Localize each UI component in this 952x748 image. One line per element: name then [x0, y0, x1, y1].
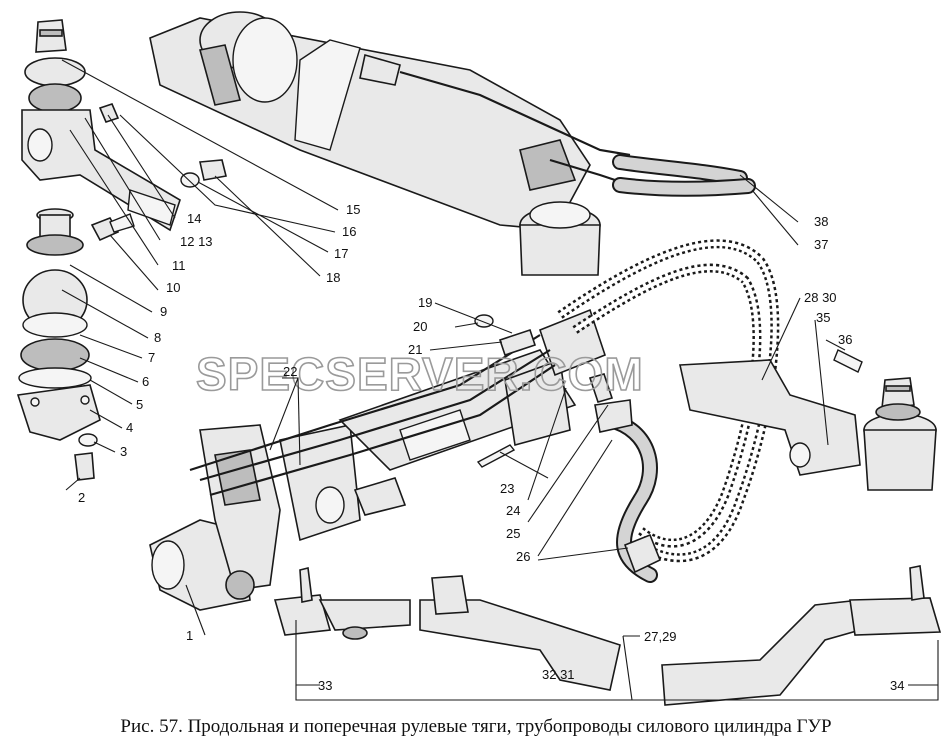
- callout-33: 33: [318, 678, 332, 693]
- callout-14: 14: [187, 211, 201, 226]
- callout-22: 22: [283, 364, 297, 379]
- cotter-pin-23: [476, 444, 516, 468]
- callout-12-13: 12 13: [180, 234, 213, 249]
- return-hose: [594, 399, 662, 583]
- armoured-hoses: [557, 239, 780, 563]
- callout-7: 7: [148, 350, 155, 365]
- callout-31-32: 32 31: [542, 667, 575, 682]
- watermark: SPECSERVER.COM: [196, 348, 644, 400]
- callout-21: 21: [408, 342, 422, 357]
- callout-1: 1: [186, 628, 193, 643]
- callout-8: 8: [154, 330, 161, 345]
- callout-labels: 1 2 3 4 5 6 7 8 9 10 11 12 13 14 15 16 1…: [78, 202, 904, 693]
- callout-10: 10: [166, 280, 180, 295]
- callout-19: 19: [418, 295, 432, 310]
- callout-37: 37: [814, 237, 828, 252]
- callout-3: 3: [120, 444, 127, 459]
- callout-38: 38: [814, 214, 828, 229]
- right-tie-rod: [679, 349, 937, 491]
- callout-11: 11: [172, 258, 186, 273]
- callout-25: 25: [506, 526, 520, 541]
- callout-2: 2: [78, 490, 85, 505]
- washer-20: [474, 314, 494, 328]
- callout-26: 26: [516, 549, 530, 564]
- fitting-21: [498, 328, 537, 357]
- callout-23: 23: [500, 481, 514, 496]
- power-cylinder-top: [149, 11, 601, 276]
- callout-36: 36: [838, 332, 852, 347]
- callout-27-29: 27,29: [644, 629, 677, 644]
- callout-15: 15: [346, 202, 360, 217]
- callout-24: 24: [506, 503, 520, 518]
- left-ball-joint-assembly: [16, 19, 227, 481]
- callout-20: 20: [413, 319, 427, 334]
- top-pipes: [399, 70, 756, 197]
- bolt-25: [588, 373, 614, 403]
- callout-35: 35: [816, 310, 830, 325]
- callout-16: 16: [342, 224, 356, 239]
- callout-28-30: 28 30: [804, 290, 837, 305]
- callout-34: 34: [890, 678, 904, 693]
- callout-17: 17: [334, 246, 348, 261]
- leader-lines: [61, 59, 939, 701]
- callout-9: 9: [160, 304, 167, 319]
- bottom-transverse-rods: [273, 565, 942, 706]
- callout-18: 18: [326, 270, 340, 285]
- callout-4: 4: [126, 420, 133, 435]
- callout-6: 6: [142, 374, 149, 389]
- callout-5: 5: [136, 397, 143, 412]
- figure-caption: Рис. 57. Продольная и поперечная рулевые…: [120, 716, 832, 737]
